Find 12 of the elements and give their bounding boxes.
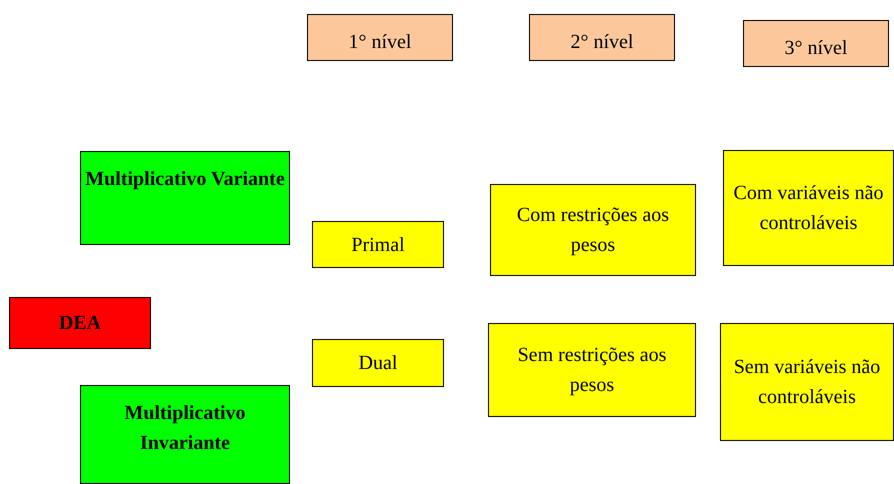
option-box: Primal (312, 221, 444, 268)
model-box: Multiplicativo Invariante (80, 385, 290, 484)
option-box: Dual (312, 339, 444, 387)
option-box: Com restrições aos pesos (490, 184, 696, 276)
level-box: 1° nível (307, 14, 453, 61)
level-box: 3° nível (743, 20, 889, 67)
option-box: Com variáveis não controláveis (723, 150, 894, 266)
model-box: Multiplicativo Variante (80, 151, 290, 245)
option-box: Sem restrições aos pesos (488, 323, 696, 417)
option-box: Sem variáveis não controláveis (720, 323, 894, 441)
level-box: 2° nível (529, 14, 675, 61)
root-box: DEA (9, 297, 151, 349)
